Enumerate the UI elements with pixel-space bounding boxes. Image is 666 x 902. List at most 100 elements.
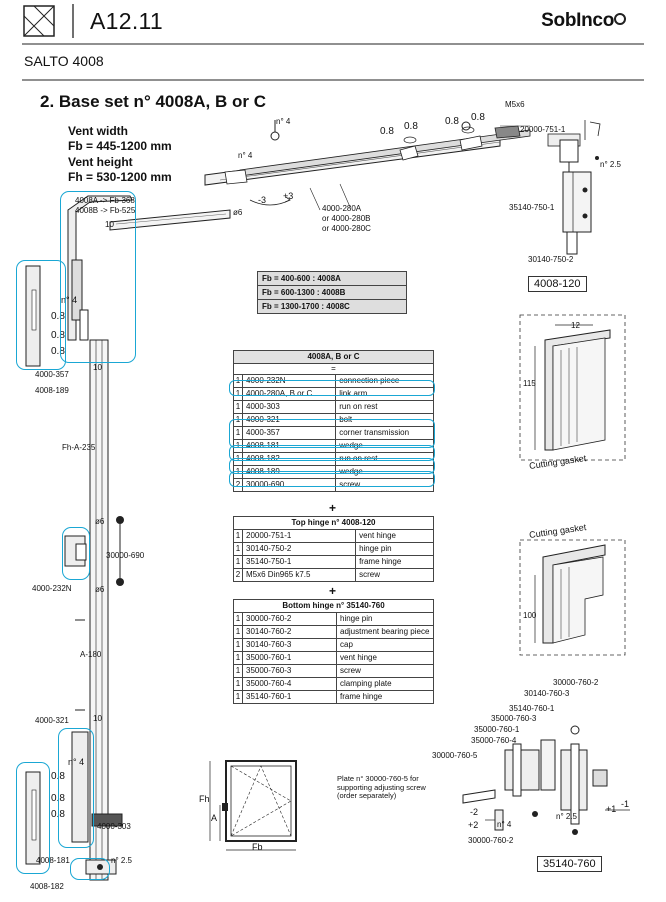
label-35000-760-3: 35000-760-3 bbox=[491, 714, 537, 723]
label-35000-760-1: 35000-760-1 bbox=[474, 725, 520, 734]
label-phi6-low: ø6 bbox=[95, 585, 105, 594]
part-desc: frame hinge bbox=[336, 690, 434, 704]
part-desc: screw bbox=[355, 568, 434, 582]
label-30000-760-2-bottom: 30000-760-2 bbox=[468, 836, 514, 845]
label-4008-182: 4008-182 bbox=[30, 882, 64, 891]
label-4000-357: 4000-357 bbox=[35, 370, 69, 379]
label-n4-hinge: n° 4 bbox=[497, 820, 512, 829]
label-4000-232n: 4000-232N bbox=[32, 584, 72, 593]
page-id: A12.11 bbox=[90, 8, 163, 34]
part-desc: hinge pin bbox=[336, 612, 434, 626]
label-n25-top: n° 2.5 bbox=[600, 160, 621, 169]
ref-top-hinge: 4008-120 bbox=[528, 276, 587, 292]
fb-range-cell: Fb = 400-600 : 4008A bbox=[257, 271, 407, 286]
label-minus2: -2 bbox=[470, 807, 479, 817]
highlight-row-wedge-181 bbox=[229, 445, 435, 461]
label-08-bottom-a: 0.8 bbox=[51, 771, 65, 782]
label-phi6-arm: ø6 bbox=[233, 208, 243, 217]
part-desc: hinge pin bbox=[355, 542, 434, 556]
qty: 1 bbox=[233, 690, 243, 704]
plate-note-line: (order separately) bbox=[337, 791, 397, 800]
qty: 1 bbox=[233, 625, 243, 639]
plate-note-line: Plate n° 30000-760-5 for bbox=[337, 774, 419, 783]
fb-range-row: Fb = 600-1300 : 4008B bbox=[257, 285, 407, 300]
label-08-c: 0.8 bbox=[445, 116, 459, 127]
label-35000-760-4: 35000-760-4 bbox=[471, 736, 517, 745]
vent-height-value: Fh = 530-1200 mm bbox=[68, 170, 172, 184]
label-30000-760-5: 30000-760-5 bbox=[432, 751, 478, 760]
label-n4-corner: n° 4 bbox=[61, 295, 78, 305]
gasket-drawing-top bbox=[519, 314, 626, 461]
label-20000-751-1: 20000-751-1 bbox=[520, 125, 566, 134]
label-35140-760-1: 35140-760-1 bbox=[509, 704, 555, 713]
part-code: 35140-760-1 bbox=[242, 690, 337, 704]
window-elevation-diagram bbox=[209, 760, 297, 851]
part-code: 35000-760-3 bbox=[242, 664, 337, 678]
label-30140-750-2: 30140-750-2 bbox=[528, 255, 574, 264]
highlight-connection-piece bbox=[62, 527, 90, 580]
part-desc: frame hinge bbox=[355, 555, 434, 569]
label-08-bottom-c: 0.8 bbox=[51, 809, 65, 820]
section-title: 2. Base set n° 4008A, B or C bbox=[40, 92, 267, 111]
qty: 1 bbox=[233, 555, 243, 569]
part-desc: vent hinge bbox=[336, 651, 434, 665]
brand-mark-icon bbox=[614, 13, 626, 25]
label-a: A bbox=[211, 813, 218, 823]
label-10-upper: 10 bbox=[93, 363, 102, 372]
part-desc: adjustment bearing piece bbox=[336, 625, 434, 639]
fb-range-cell: Fb = 600-1300 : 4008B bbox=[257, 285, 407, 300]
plus-sign-1: + bbox=[329, 501, 337, 515]
highlight-row-run-on-rest bbox=[229, 458, 435, 474]
label-4008-181: 4008-181 bbox=[36, 856, 70, 865]
fb-range-cell: Fb = 1300-1700 : 4008C bbox=[257, 299, 407, 314]
part-code: 30000-690 bbox=[241, 478, 337, 492]
fb-range-row: Fb = 1300-1700 : 4008C bbox=[257, 299, 407, 314]
highlight-wedge-upper bbox=[16, 260, 66, 370]
plate-note-line: supporting adjusting screw bbox=[337, 782, 426, 792]
highlight-bolt bbox=[58, 728, 94, 848]
top-hinge-header-row: Top hinge n° 4008-120 bbox=[233, 516, 434, 530]
bottom-hinge-drawing bbox=[462, 725, 630, 835]
label-fh-a-235: Fh-A-235 bbox=[62, 443, 96, 452]
label-dim-115: 115 bbox=[523, 379, 536, 388]
qty: 1 bbox=[233, 542, 243, 556]
part-code: 30140-760-3 bbox=[242, 638, 337, 652]
header-frame bbox=[22, 4, 644, 81]
label-4008-189: 4008-189 bbox=[35, 386, 69, 395]
label-n4-left: n° 4 bbox=[238, 151, 253, 160]
part-code: 20000-751-1 bbox=[241, 529, 357, 543]
label-08-bottom-b: 0.8 bbox=[51, 793, 65, 804]
product-name: SALTO 4008 bbox=[24, 53, 104, 69]
label-08-b: 0.8 bbox=[404, 121, 418, 132]
highlight-rows-bolt-corner bbox=[229, 419, 435, 448]
label-08-a: 0.8 bbox=[380, 126, 394, 137]
part-desc: run on rest bbox=[335, 400, 434, 414]
label-minus1: -1 bbox=[621, 799, 630, 809]
label-plus3: +3 bbox=[283, 191, 294, 201]
qty: 1 bbox=[233, 651, 243, 665]
qty: 1 bbox=[233, 400, 243, 414]
label-link-arm-a: 4000-280A bbox=[322, 204, 362, 213]
label-30000-760-2-top: 30000-760-2 bbox=[553, 678, 599, 687]
vent-height-label: Vent height bbox=[68, 155, 133, 169]
vertical-mechanism-drawing bbox=[25, 195, 231, 881]
part-desc: cap bbox=[336, 638, 434, 652]
highlight-wedge-lower bbox=[16, 762, 50, 874]
fb-range-row: Fb = 400-600 : 4008A bbox=[257, 271, 407, 286]
part-desc: screw bbox=[336, 664, 434, 678]
highlight-row-wedge-189 bbox=[229, 471, 435, 487]
label-4000-321: 4000-321 bbox=[35, 716, 69, 725]
highlight-row-connection-piece bbox=[229, 380, 435, 396]
link-arm-drawing bbox=[204, 120, 601, 211]
qty: 1 bbox=[233, 612, 243, 626]
label-a-180: A-180 bbox=[80, 650, 102, 659]
qty: 1 bbox=[233, 677, 243, 691]
bottom-hinge-header-row: Bottom hinge n° 35140-760 bbox=[233, 599, 434, 613]
